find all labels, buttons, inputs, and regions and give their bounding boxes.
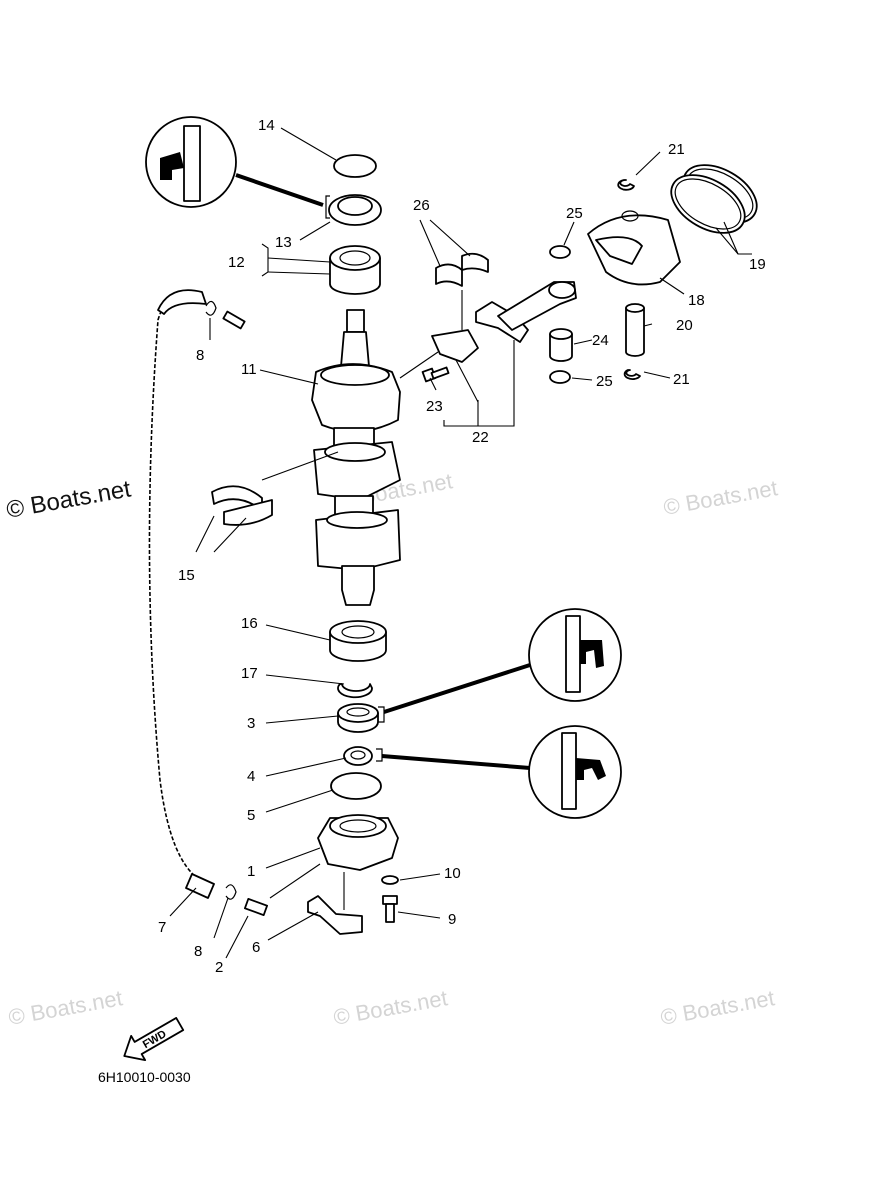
watermark-right: © Boats.net xyxy=(662,475,780,520)
bolt-part-23 xyxy=(421,366,450,383)
piston-clip-part-21-top xyxy=(617,179,635,191)
crankpin-bearing-part-26 xyxy=(435,252,489,330)
watermark-bottom-left: © Boats.net xyxy=(7,985,125,1030)
callout-17: 17 xyxy=(241,665,258,682)
grease-detail-circle-top xyxy=(145,116,324,208)
bracket-part-6 xyxy=(307,895,363,935)
watermark-left-dark: © Boats.net xyxy=(4,475,133,523)
callout-23: 23 xyxy=(426,398,443,415)
callout-25-top: 25 xyxy=(566,205,583,222)
callout-3: 3 xyxy=(247,715,255,732)
callout-8-top: 8 xyxy=(196,347,204,364)
watermark-bottom-right: © Boats.net xyxy=(659,985,777,1030)
hose-part-7-end-bottom xyxy=(185,873,215,899)
washer-part-10 xyxy=(381,875,399,885)
callout-21-top: 21 xyxy=(668,141,685,158)
callout-14: 14 xyxy=(258,117,275,134)
callout-24: 24 xyxy=(592,332,609,349)
needle-bearing-part-12 xyxy=(329,245,381,295)
washer-part-25-bottom xyxy=(549,370,571,384)
clip-part-8-bottom xyxy=(225,884,237,900)
callout-5: 5 xyxy=(247,807,255,824)
hose-part-7-end-top xyxy=(157,289,207,315)
callout-7: 7 xyxy=(158,919,166,936)
clip-part-8-top xyxy=(205,300,217,316)
callout-numbers: 14 13 12 8 11 15 16 17 3 4 5 1 7 8 2 6 1… xyxy=(158,117,766,976)
piston-clip-part-21-bottom xyxy=(623,369,641,380)
callout-15: 15 xyxy=(178,567,195,584)
hose-fitting-top xyxy=(222,310,246,330)
callout-9: 9 xyxy=(448,911,456,928)
oil-seal-part-3 xyxy=(337,663,531,733)
callout-16: 16 xyxy=(241,615,258,632)
fwd-label: FWD xyxy=(141,1028,169,1051)
leader-lines xyxy=(169,127,752,959)
crankpin-leader xyxy=(399,351,439,379)
callout-1: 1 xyxy=(247,863,255,880)
callout-18: 18 xyxy=(688,292,705,309)
callout-4: 4 xyxy=(247,768,255,785)
crankshaft-part-11 xyxy=(311,309,401,606)
washer-part-25-top xyxy=(549,245,571,259)
callout-19: 19 xyxy=(749,256,766,273)
callout-12: 12 xyxy=(228,254,245,271)
piston-pin-part-20 xyxy=(625,303,645,357)
callout-20: 20 xyxy=(676,317,693,334)
watermark-bottom-center: © Boats.net xyxy=(332,985,450,1030)
connecting-rod-part-22 xyxy=(431,281,577,363)
grease-detail-circle-bottom xyxy=(528,725,622,819)
callout-2: 2 xyxy=(215,959,223,976)
needle-bearing-part-24 xyxy=(549,328,573,362)
piston-part-18 xyxy=(587,210,681,286)
ball-bearing-part-16 xyxy=(329,620,387,662)
crankpin-bearing-part-15 xyxy=(211,451,339,526)
o-ring-part-5 xyxy=(330,772,382,800)
oil-seal-part-4 xyxy=(343,746,531,770)
callout-6: 6 xyxy=(252,939,260,956)
grease-detail-circle-middle xyxy=(528,608,622,702)
callout-25-bottom: 25 xyxy=(596,373,613,390)
lower-bearing-housing-part-1 xyxy=(317,814,399,871)
callout-26: 26 xyxy=(413,197,430,214)
o-ring-part-14 xyxy=(333,154,377,178)
callout-11: 11 xyxy=(241,361,257,378)
callout-21-bottom: 21 xyxy=(673,371,690,388)
callout-13: 13 xyxy=(275,234,292,251)
forward-arrow-icon: FWD xyxy=(123,1017,185,1062)
callout-22: 22 xyxy=(472,429,489,446)
fitting-part-2 xyxy=(243,897,269,917)
piston-rings-part-19 xyxy=(670,164,758,234)
circlip-part-17 xyxy=(337,683,373,699)
oil-seal-part-13 xyxy=(325,194,382,226)
diagram-code: 6H10010-0030 xyxy=(98,1069,191,1085)
bolt-part-9 xyxy=(382,895,398,923)
callout-10: 10 xyxy=(444,865,461,882)
callout-8-bottom: 8 xyxy=(194,943,202,960)
hose-part-7 xyxy=(148,293,211,891)
